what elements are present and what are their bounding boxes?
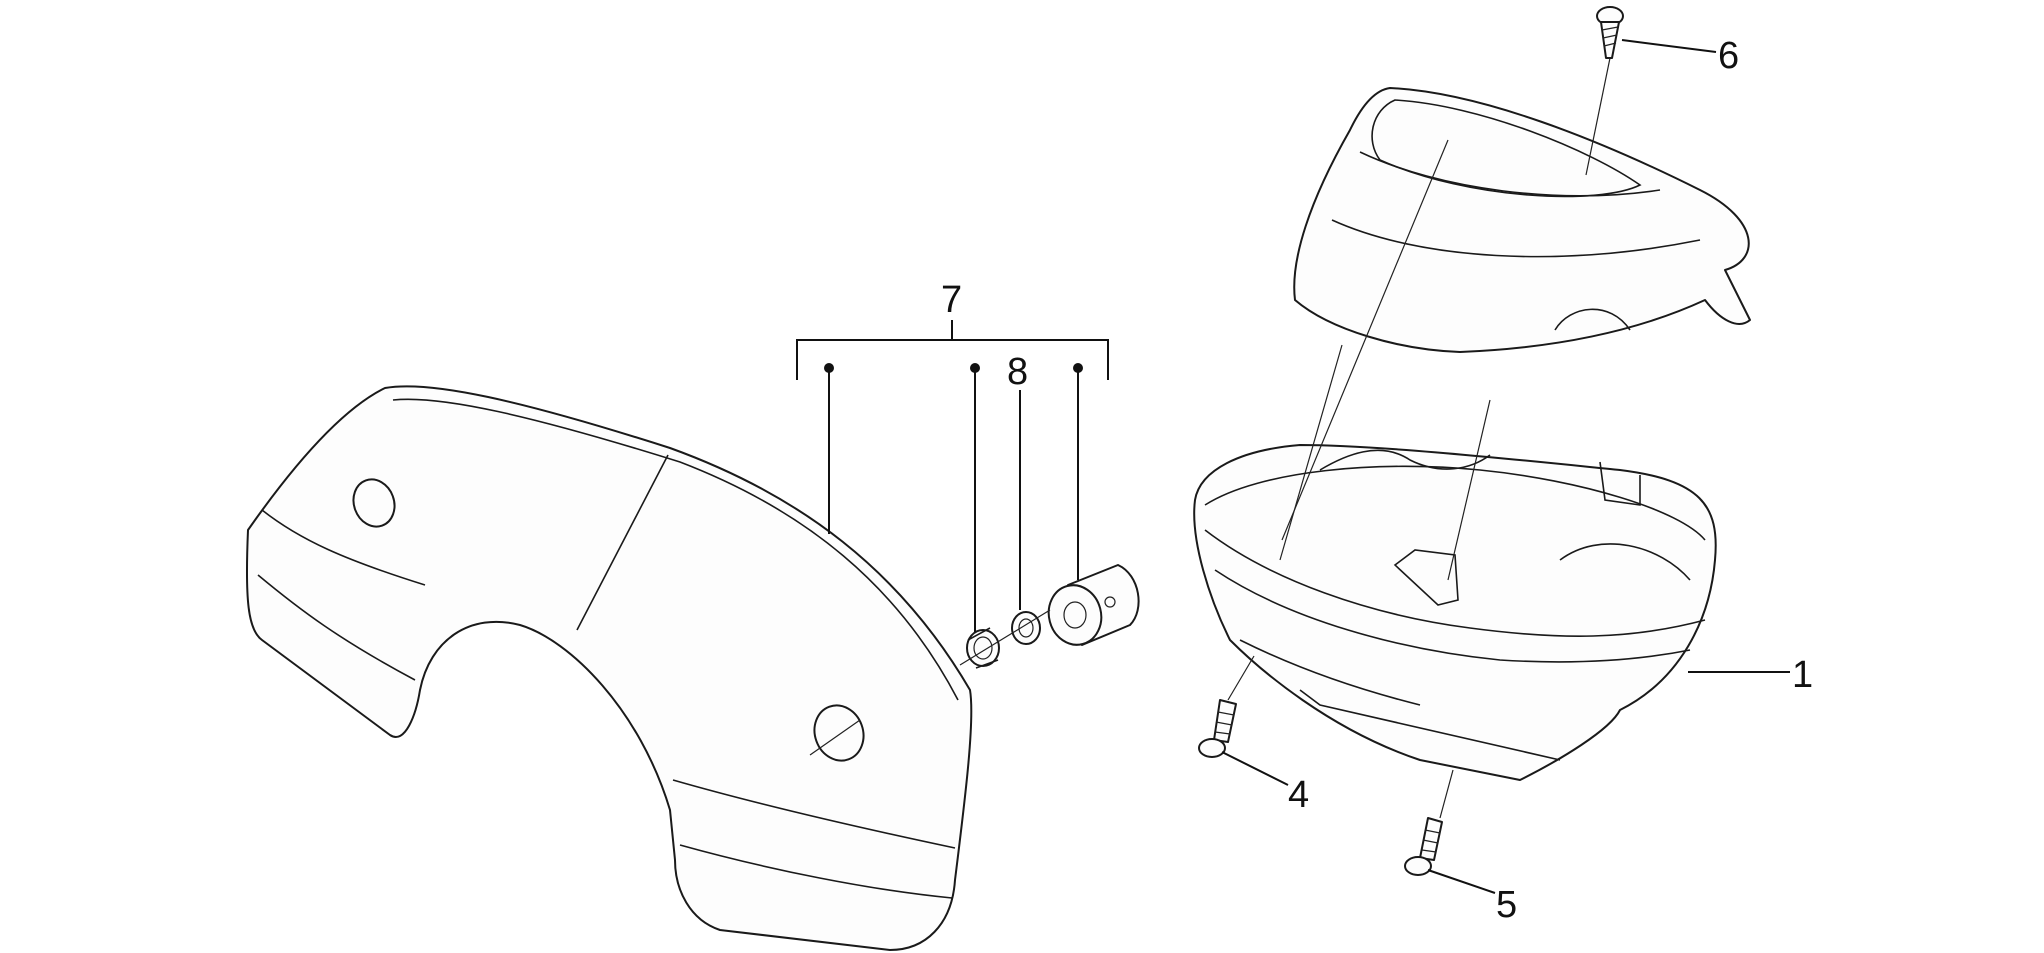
callout-5: 5: [1496, 884, 1517, 926]
callout-group-7: 7: [796, 279, 1109, 632]
callout-1: 1: [1792, 654, 1813, 696]
callout-6: 6: [1718, 35, 1739, 77]
upper-bowl-cover[interactable]: [1293, 87, 1751, 353]
callout-group-6: 6: [1621, 35, 1739, 77]
screw-5[interactable]: [1404, 817, 1443, 876]
callout-4: 4: [1288, 774, 1309, 816]
callout-7: 7: [941, 279, 962, 321]
side-cover-panel[interactable]: [245, 385, 973, 951]
lower-housing[interactable]: [1193, 444, 1717, 781]
mounting-bushing[interactable]: [1042, 564, 1140, 651]
callout-group-1: 1: [1688, 654, 1813, 696]
callout-group-4: 4: [1221, 751, 1309, 816]
callout-group-8: 8: [1007, 351, 1028, 610]
screw-6[interactable]: [1596, 6, 1624, 59]
callout-8: 8: [1007, 351, 1028, 393]
rubber-grommet[interactable]: [966, 627, 1000, 669]
spacer-washer[interactable]: [1011, 611, 1041, 645]
screw-4[interactable]: [1198, 699, 1237, 758]
callout-group-5: 5: [1427, 869, 1517, 926]
